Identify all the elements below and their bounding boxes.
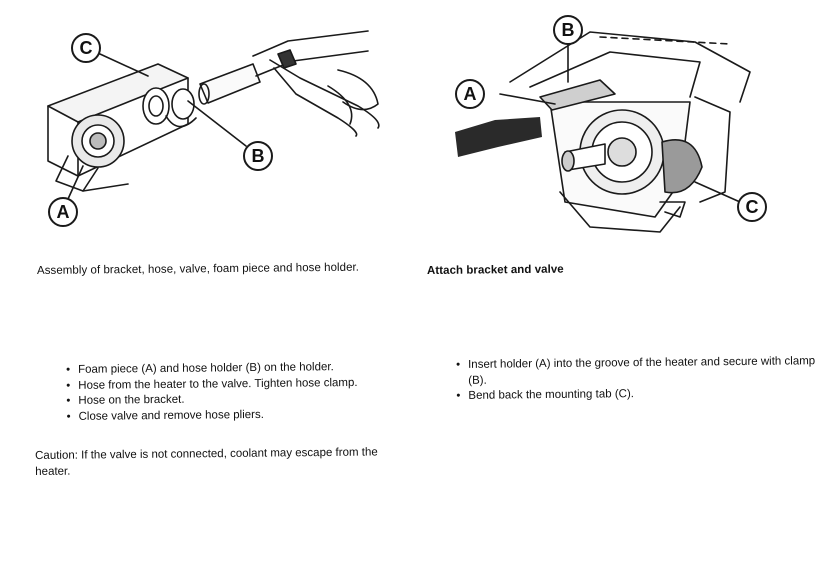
callout-b: B [562, 20, 575, 40]
step-item: Bend back the mounting tab (C). [468, 385, 818, 404]
caption-assembly: Assembly of bracket, hose, valve, foam p… [36, 261, 360, 277]
callout-a: A [57, 202, 70, 222]
illustration-attach-bracket: B A C [440, 2, 815, 242]
step-item: Close valve and remove hose pliers. [78, 406, 428, 425]
attach-bracket-drawing: B A C [455, 15, 767, 233]
callout-c: C [80, 38, 93, 58]
steps-list-left: Foam piece (A) and hose holder (B) on th… [64, 359, 429, 425]
caution-note: Caution: If the valve is not connected, … [35, 446, 378, 478]
bracket-assembly-drawing: C B A [47, 30, 380, 227]
callout-b: B [252, 146, 265, 166]
caption-attach: Attach bracket and valve [426, 263, 564, 277]
callout-c: C [746, 197, 759, 217]
callout-a: A [464, 84, 477, 104]
step-item: Insert holder (A) into the groove of the… [468, 354, 818, 389]
illustration-bracket-assembly: C B A [38, 6, 428, 246]
steps-list-right: Insert holder (A) into the groove of the… [454, 354, 818, 404]
